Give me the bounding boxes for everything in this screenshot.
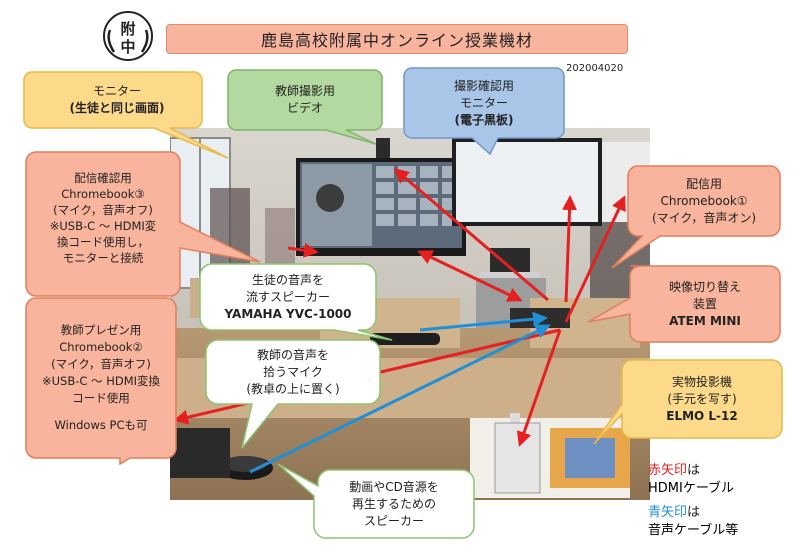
label-teacher-video: 教師撮影用 ビデオ (274, 84, 335, 115)
label-switcher: 映像切り替え 装置 ATEM MINI (668, 279, 741, 328)
legend-hdmi-line2: HDMIケーブル (648, 481, 735, 496)
label-speaker: 生徒の音声を 流すスピーカー YAMAHA YVC-1000 (224, 272, 352, 321)
label-chromebook2: 教師プレゼン用 Chromebook② (マイク，音声オフ) ※USB-C ～ … (41, 323, 161, 432)
hdmi-arrow-blackboard (562, 195, 578, 303)
label-document-camera: 実物投影機 (手元を写す) ELMO L-12 (666, 374, 738, 423)
label-monitor: モニター (生徒と同じ画面) (69, 84, 165, 115)
legend-audio-line1: 青矢印は (648, 505, 701, 520)
legend-hdmi-line1: 赤矢印は (648, 463, 701, 478)
school-logo: 附 中 (103, 11, 153, 61)
hdmi-arrow-cb1 (564, 195, 626, 323)
date-label: 202004020 (566, 63, 624, 74)
bubble-cd-speaker (277, 463, 475, 539)
bubble-speaker (199, 263, 393, 341)
audio-arrow-speaker (419, 311, 548, 332)
hdmi-arrow-monitor (417, 250, 523, 302)
bubble-document-camera (593, 359, 783, 445)
logo-char-2: 中 (120, 38, 135, 56)
page-title: 鹿島高校附属中オンライン授業機材 (166, 24, 628, 54)
bubble-confirm-monitor (403, 67, 565, 156)
hdmi-arrow-doccam (516, 329, 562, 447)
bubble-monitor (23, 71, 229, 159)
bubble-teacher-video (227, 69, 383, 145)
label-chromebook1: 配信用 Chromebook① (マイク，音声オン) (651, 176, 757, 225)
label-confirm-monitor: 撮影確認用 モニター (電子黒板) (453, 78, 514, 127)
legend-hdmi: 赤矢印は HDMIケーブル (648, 462, 734, 498)
legend-audio: 青矢印は 音声ケーブル等 (648, 504, 738, 540)
bubble-mic (205, 339, 381, 449)
label-chromebook3: 配信確認用 Chromebook③ (マイク，音声オフ) ※USB-C ～ HD… (49, 171, 157, 265)
hdmi-arrow-cb3 (287, 242, 319, 258)
label-cd-speaker: 動画やCD音源を 再生するための スピーカー (349, 479, 439, 528)
bubble-chromebook1 (611, 165, 781, 269)
hdmi-arrow-camera (393, 168, 549, 302)
legend-audio-line2: 音声ケーブル等 (648, 523, 739, 538)
bubble-switcher (587, 265, 781, 343)
bubble-chromebook3 (25, 151, 261, 297)
audio-arrow-mic (249, 324, 551, 474)
label-mic: 教師の音声を 拾うマイク (教卓の上に置く) (246, 347, 340, 396)
bubble-chromebook2 (25, 297, 177, 466)
logo-char-1: 附 (120, 20, 135, 38)
